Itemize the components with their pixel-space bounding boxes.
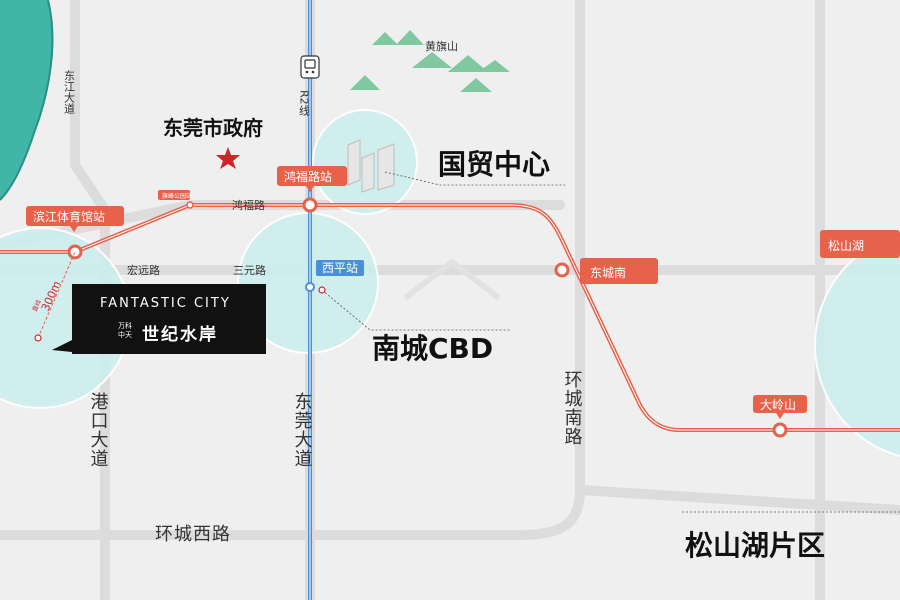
bubble-songshanhu	[814, 232, 900, 458]
trade-center-building-icon	[347, 139, 395, 193]
road-label-hongyuan: 宏远路	[127, 263, 160, 277]
road-label-sanyuan: 三元路	[233, 264, 266, 277]
mountains	[350, 30, 510, 92]
project-box-pointer	[52, 340, 72, 352]
svg-text:大岭山: 大岭山	[760, 398, 796, 412]
road-dongjiang	[70, 0, 110, 600]
road-label-huancheng-west: 环城西路	[155, 524, 231, 545]
road-label-huancheng-south: 环城南路	[562, 370, 583, 446]
road-lower-right	[575, 485, 900, 515]
label-songshanhu-area: 松山湖片区	[685, 529, 825, 562]
svg-text:松山湖: 松山湖	[828, 238, 864, 253]
river	[0, 0, 53, 200]
station-dot-dongcheng-south[interactable]	[554, 262, 570, 278]
svg-text:滨江体育馆站: 滨江体育馆站	[33, 209, 105, 224]
metro-icon	[300, 55, 320, 79]
svg-text:鸿福路站: 鸿福路站	[284, 169, 332, 184]
project-name-chinese: 世纪水岸	[142, 325, 218, 345]
station-dot-binjiang[interactable]	[67, 244, 83, 260]
station-tag-qiancheng[interactable]: 旗峰公园站	[158, 190, 192, 200]
road-label-honghu: 鸿福路	[232, 198, 265, 212]
leader-trade-center	[384, 171, 565, 186]
project-name-english: FANTASTIC CITY	[100, 296, 231, 311]
svg-text:西平站: 西平站	[322, 261, 358, 275]
station-dots	[67, 197, 788, 438]
svg-text:东城南: 东城南	[590, 265, 626, 280]
station-tag-hongfu[interactable]: 鸿福路站	[277, 166, 347, 192]
road-label-gangkou: 港口大道	[88, 392, 109, 468]
station-dot-qiancheng[interactable]	[186, 201, 194, 209]
road-label-dongjiang: 东江大道	[63, 70, 76, 114]
label-huangqi-mountain: 黄旗山	[425, 39, 458, 53]
project-card[interactable]: FANTASTIC CITY 万科中天 世纪水岸	[72, 284, 266, 354]
distance-line	[37, 251, 76, 339]
river-edge	[0, 0, 54, 201]
leader-nancheng	[321, 289, 510, 331]
station-tag-daling-shan[interactable]: 大岭山	[753, 395, 807, 419]
station-tag-songshanhu[interactable]: 松山湖	[820, 230, 900, 258]
label-gov: 东莞市政府	[163, 116, 263, 140]
project-brand: 万科中天	[118, 322, 132, 339]
station-tag-binjiang[interactable]: 滨江体育馆站	[26, 206, 124, 232]
gov-star-icon	[216, 147, 240, 169]
watermark-house-icon	[403, 258, 501, 301]
project-location-dot	[34, 334, 42, 342]
label-nancheng-cbd: 南城CBD	[372, 332, 493, 365]
label-trade-center: 国贸中心	[438, 148, 550, 181]
station-dot-hongfu[interactable]	[302, 197, 318, 213]
station-dot-daling-shan[interactable]	[772, 422, 788, 438]
station-tag-dongcheng-south[interactable]: 东城南	[580, 258, 658, 284]
svg-text:旗峰公园站: 旗峰公园站	[162, 192, 192, 200]
station-dot-xiping[interactable]	[305, 282, 315, 292]
road-label-dongguan: 东莞大道	[292, 392, 313, 468]
label-r2-line: R2线	[298, 90, 311, 116]
station-tag-xiping[interactable]: 西平站	[316, 260, 364, 276]
